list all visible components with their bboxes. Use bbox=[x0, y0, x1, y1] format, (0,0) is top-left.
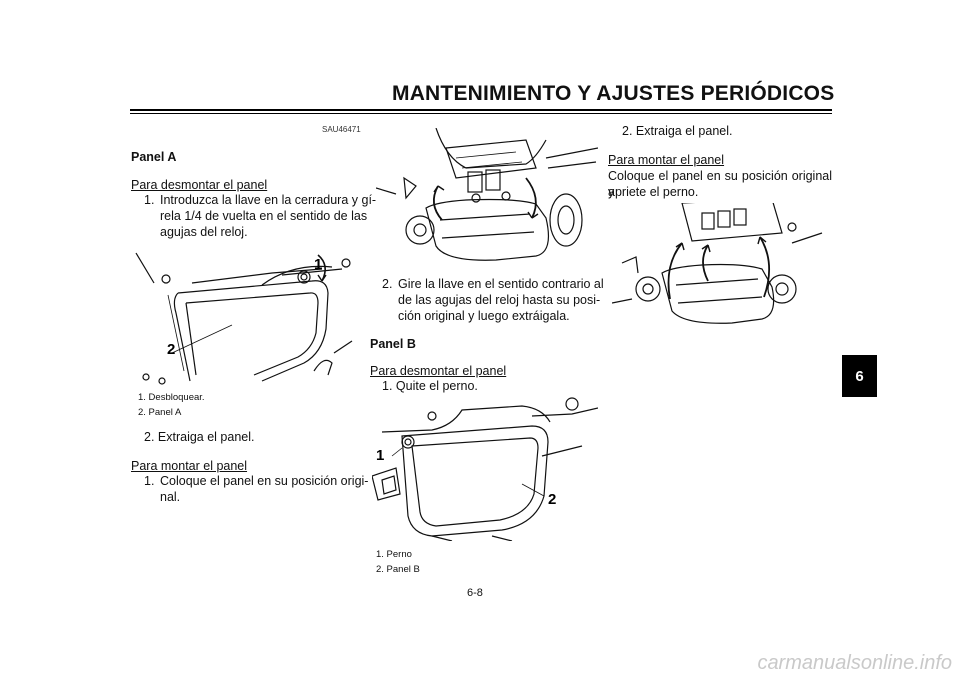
page-title: MANTENIMIENTO Y AJUSTES PERIÓDICOS bbox=[392, 82, 835, 105]
panel-key-turn-illustration bbox=[376, 128, 598, 261]
step-text-line: Coloque el panel en su posición origi- bbox=[160, 474, 369, 488]
figure-label: 1 bbox=[376, 447, 384, 464]
figure-caption: 1. Desbloquear. bbox=[138, 392, 205, 403]
step-number: 2. bbox=[382, 277, 393, 291]
section-code: SAU46471 bbox=[322, 125, 361, 134]
step-text-line: agujas del reloj. bbox=[160, 225, 248, 239]
step-text-line: de las agujas del reloj hasta su posi- bbox=[398, 293, 601, 307]
install-subheading: Para montar el panel bbox=[131, 459, 248, 473]
figure-caption: 1. Perno bbox=[376, 549, 412, 560]
step-text-line: rela 1/4 de vuelta en el sentido de las bbox=[160, 209, 368, 223]
panel-install-illustration bbox=[612, 203, 823, 324]
step-text: 2. Extraiga el panel. bbox=[144, 430, 255, 444]
step-text-line: Introduzca la llave en la cerradura y gí… bbox=[160, 193, 377, 207]
remove-subheading: Para desmontar el panel bbox=[131, 178, 268, 192]
step-text-line: Gire la llave en el sentido contrario al bbox=[398, 277, 604, 291]
watermark: carmanualsonline.info bbox=[757, 652, 952, 674]
figure-label: 1 bbox=[314, 256, 322, 273]
panel-b-heading: Panel B bbox=[370, 337, 416, 351]
step-text-line: nal. bbox=[160, 490, 181, 504]
panel-b-illustration: 1 2 bbox=[372, 397, 598, 541]
figure-caption: 2. Panel A bbox=[138, 407, 182, 418]
panel-a-illustration: 1 2 bbox=[135, 252, 353, 385]
install-text-line: apriete el perno. bbox=[608, 185, 699, 199]
figure-label: 2 bbox=[548, 491, 556, 508]
figure-caption: 2. Panel B bbox=[376, 564, 420, 575]
install-text-line: Coloque el panel en su posición original… bbox=[608, 169, 832, 199]
step-text: 1. Quite el perno. bbox=[382, 379, 478, 393]
remove-subheading: Para desmontar el panel bbox=[370, 364, 507, 378]
panel-a-heading: Panel A bbox=[131, 150, 177, 164]
header-rule-thin bbox=[130, 113, 832, 114]
step-number: 1. bbox=[144, 193, 155, 207]
step-number: 1. bbox=[144, 474, 155, 488]
figure-label: 2 bbox=[167, 341, 175, 358]
step-text-line: ción original y luego extráigala. bbox=[398, 309, 570, 323]
page-number: 6-8 bbox=[467, 587, 483, 599]
chapter-tab[interactable]: 6 bbox=[842, 355, 877, 397]
step-text: 2. Extraiga el panel. bbox=[622, 124, 733, 138]
install-subheading: Para montar el panel bbox=[608, 153, 725, 167]
header-rule bbox=[130, 109, 832, 111]
